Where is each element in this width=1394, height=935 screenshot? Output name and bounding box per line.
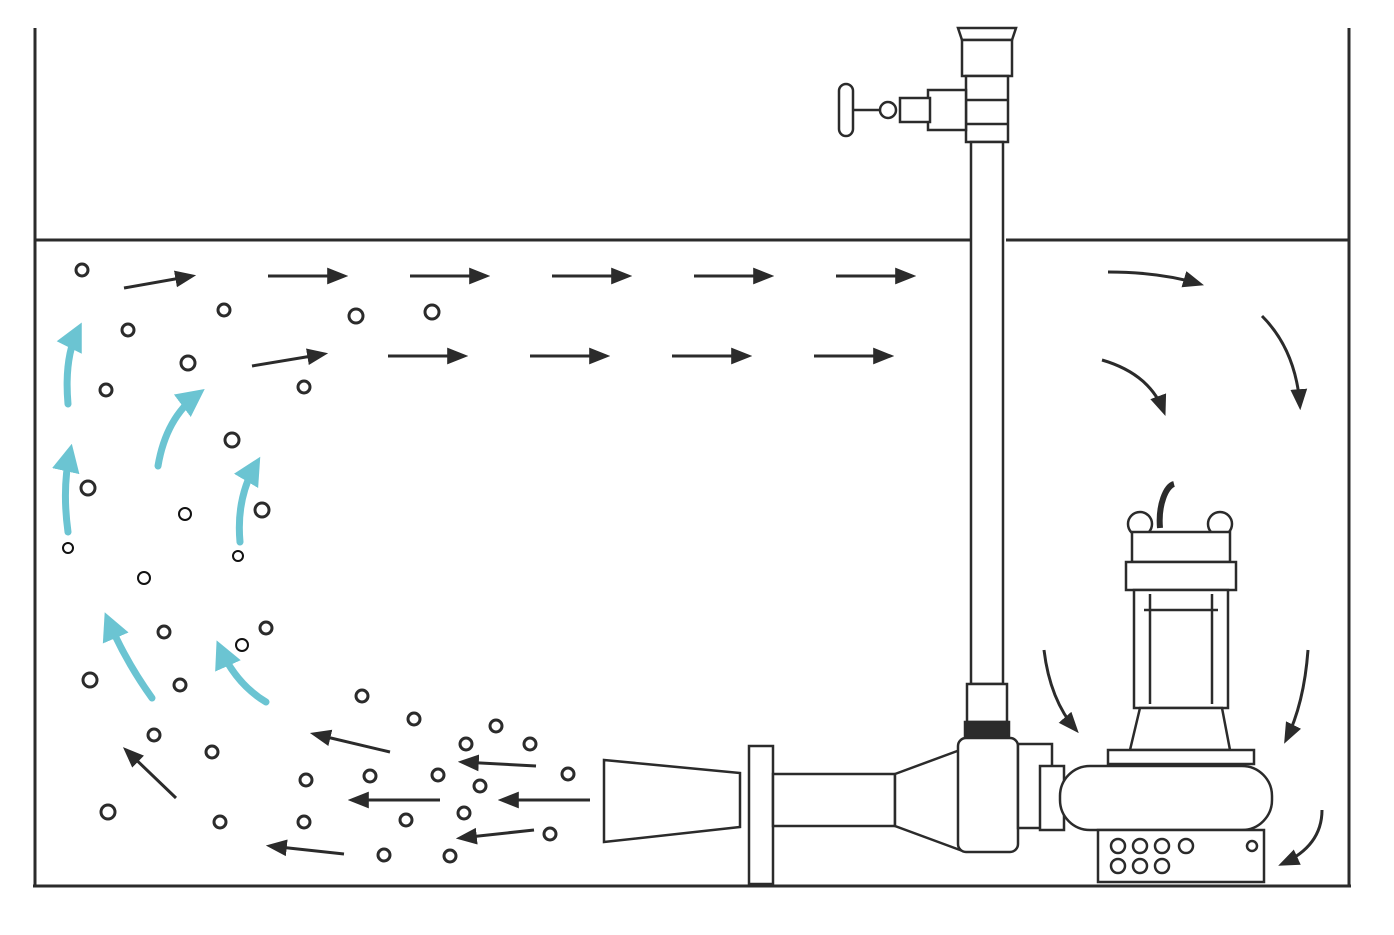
flow-arrow <box>1260 314 1308 411</box>
air-bubble <box>258 620 274 636</box>
air-bubble <box>223 431 241 449</box>
air-bubble <box>172 677 188 693</box>
bubble-arrow <box>215 640 270 706</box>
air-bubble <box>99 803 117 821</box>
air-bubble <box>120 322 136 338</box>
air-bubble <box>137 571 151 585</box>
air-bubble <box>296 379 312 395</box>
flow-arrow <box>1284 649 1310 744</box>
air-bubble <box>62 542 74 554</box>
air-bubble <box>74 262 90 278</box>
air-bubble <box>456 805 472 821</box>
air-bubble <box>178 507 192 521</box>
pipe-flange <box>747 744 775 886</box>
flow-arrow <box>457 754 537 772</box>
air-bubbles <box>74 262 576 864</box>
air-bubble <box>542 826 558 842</box>
diffuser <box>602 758 742 844</box>
air-bubble <box>398 812 414 828</box>
flow-arrow <box>122 747 178 800</box>
flow-arrows <box>122 267 1324 866</box>
air-bubble <box>81 671 99 689</box>
pump-intake-holes <box>1109 837 1259 875</box>
bubble-arrow <box>102 612 156 702</box>
flow-arrow <box>265 839 345 857</box>
flow-arrow <box>251 348 329 368</box>
air-bubble <box>232 550 244 562</box>
air-bubble <box>216 302 232 318</box>
flow-arrow <box>455 827 535 845</box>
bubble-arrow <box>233 456 261 546</box>
air-bubble <box>347 307 365 325</box>
air-bubble <box>156 624 172 640</box>
flow-arrow <box>309 729 391 754</box>
flow-arrow <box>1278 809 1324 866</box>
air-bubble <box>253 501 271 519</box>
air-bubble <box>362 768 378 784</box>
air-bubble <box>472 778 488 794</box>
air-valve <box>837 82 968 138</box>
air-bubble <box>442 848 458 864</box>
air-bubble <box>204 744 220 760</box>
submersible-pump <box>1058 481 1274 884</box>
flow-arrow <box>1042 649 1079 734</box>
air-bubble <box>98 382 114 398</box>
flow-arrow <box>1107 270 1205 288</box>
air-intake-pipe <box>956 26 1018 740</box>
bubble-arrow <box>154 388 205 470</box>
air-bubble <box>235 638 249 652</box>
bubble-rise-arrows <box>52 322 270 706</box>
air-bubble <box>376 847 392 863</box>
flow-arrow <box>1101 358 1167 416</box>
air-bubble <box>79 479 97 497</box>
air-bubble <box>522 736 538 752</box>
bubble-arrow <box>52 443 80 536</box>
tank <box>33 28 1351 888</box>
air-bubble <box>430 767 446 783</box>
air-bubble <box>488 718 504 734</box>
air-bubble <box>406 711 422 727</box>
ejector-nozzle <box>602 736 1066 886</box>
air-bubble <box>560 766 576 782</box>
bubble-arrow <box>56 322 82 408</box>
flow-arrow <box>123 270 197 290</box>
air-bubble <box>354 688 370 704</box>
air-bubble <box>423 303 441 321</box>
air-bubble <box>179 354 197 372</box>
air-bubble <box>298 772 314 788</box>
small-air-bubbles <box>62 507 249 652</box>
air-bubble <box>458 736 474 752</box>
air-bubble <box>212 814 228 830</box>
air-bubble <box>146 727 162 743</box>
air-bubble <box>296 814 312 830</box>
